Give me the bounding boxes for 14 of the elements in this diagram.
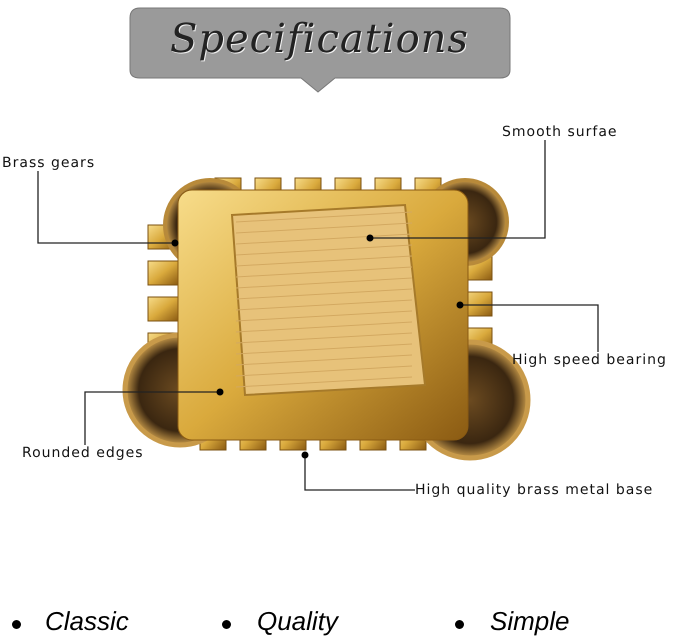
callout-label: High quality brass metal base <box>415 482 654 498</box>
callout-label: Rounded edges <box>22 445 144 461</box>
leader-line <box>84 388 224 445</box>
leader-line <box>366 140 546 242</box>
callout-label: Brass gears <box>2 155 96 171</box>
leader-line <box>37 171 178 246</box>
leader-line <box>456 302 599 352</box>
feature-item: Classic <box>45 606 129 637</box>
callout-label: Smooth surfae <box>502 124 618 140</box>
callout-label: High speed bearing <box>512 352 667 368</box>
feature-item: Simple <box>490 606 570 637</box>
leader-line <box>302 452 415 491</box>
title: Specifications <box>170 16 469 62</box>
feature-item: Quality <box>257 606 338 637</box>
